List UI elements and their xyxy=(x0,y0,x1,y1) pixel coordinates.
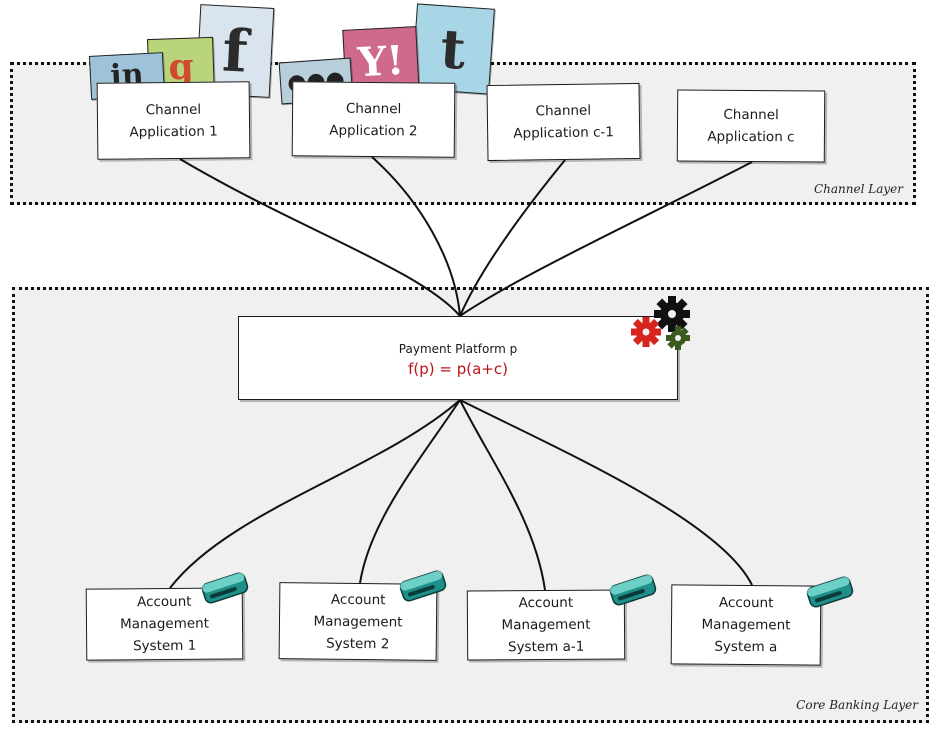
channel-layer-label: Channel Layer xyxy=(813,182,903,196)
ams-a-line3: System a xyxy=(714,638,778,656)
payment-platform-formula: f(p) = p(a+c) xyxy=(408,360,508,378)
channel-application-1-line2: Application 1 xyxy=(129,123,218,140)
ams-1-line1: Account xyxy=(136,593,192,611)
disk-drive-icon xyxy=(201,572,249,604)
ams-2-line1: Account xyxy=(330,591,386,608)
ams-1-line2: Management xyxy=(119,615,210,633)
disk-drive-icon xyxy=(806,576,854,608)
ams-a1-line2: Management xyxy=(501,616,591,634)
channel-application-1-line1: Channel xyxy=(145,101,202,118)
ams-a1-line1: Account xyxy=(518,594,574,612)
channel-application-c-1: Channel Application c-1 xyxy=(486,82,641,162)
channel-application-c-line1: Channel xyxy=(723,106,779,124)
channel-application-c-line2: Application c xyxy=(707,128,795,146)
account-management-system-a: Account Management System a xyxy=(670,584,822,666)
channel-application-c-1-line1: Channel xyxy=(535,102,592,120)
channel-application-c-1-line2: Application c-1 xyxy=(513,124,615,142)
ams-1-line3: System 1 xyxy=(132,637,197,655)
account-management-system-a-1: Account Management System a-1 xyxy=(466,589,626,661)
channel-application-1: Channel Application 1 xyxy=(96,81,251,160)
ams-a-line1: Account xyxy=(718,594,774,612)
payment-platform: Payment Platform p f(p) = p(a+c) xyxy=(238,316,678,400)
core-banking-layer-label: Core Banking Layer xyxy=(796,698,918,712)
channel-application-2-line2: Application 2 xyxy=(329,122,418,139)
channel-application-2-line1: Channel xyxy=(345,100,402,117)
ams-a-line2: Management xyxy=(701,616,791,634)
payment-platform-title: Payment Platform p xyxy=(398,342,518,356)
twitter-icon: t xyxy=(411,3,495,95)
ams-2-line3: System 2 xyxy=(326,635,390,652)
ams-a1-line3: System a-1 xyxy=(507,638,585,656)
channel-application-2: Channel Application 2 xyxy=(291,81,456,158)
disk-drive-icon xyxy=(399,570,447,602)
gears-icon xyxy=(631,296,690,350)
disk-drive-icon xyxy=(609,574,657,606)
channel-application-c: Channel Application c xyxy=(676,89,826,163)
ams-2-line2: Management xyxy=(313,613,403,630)
